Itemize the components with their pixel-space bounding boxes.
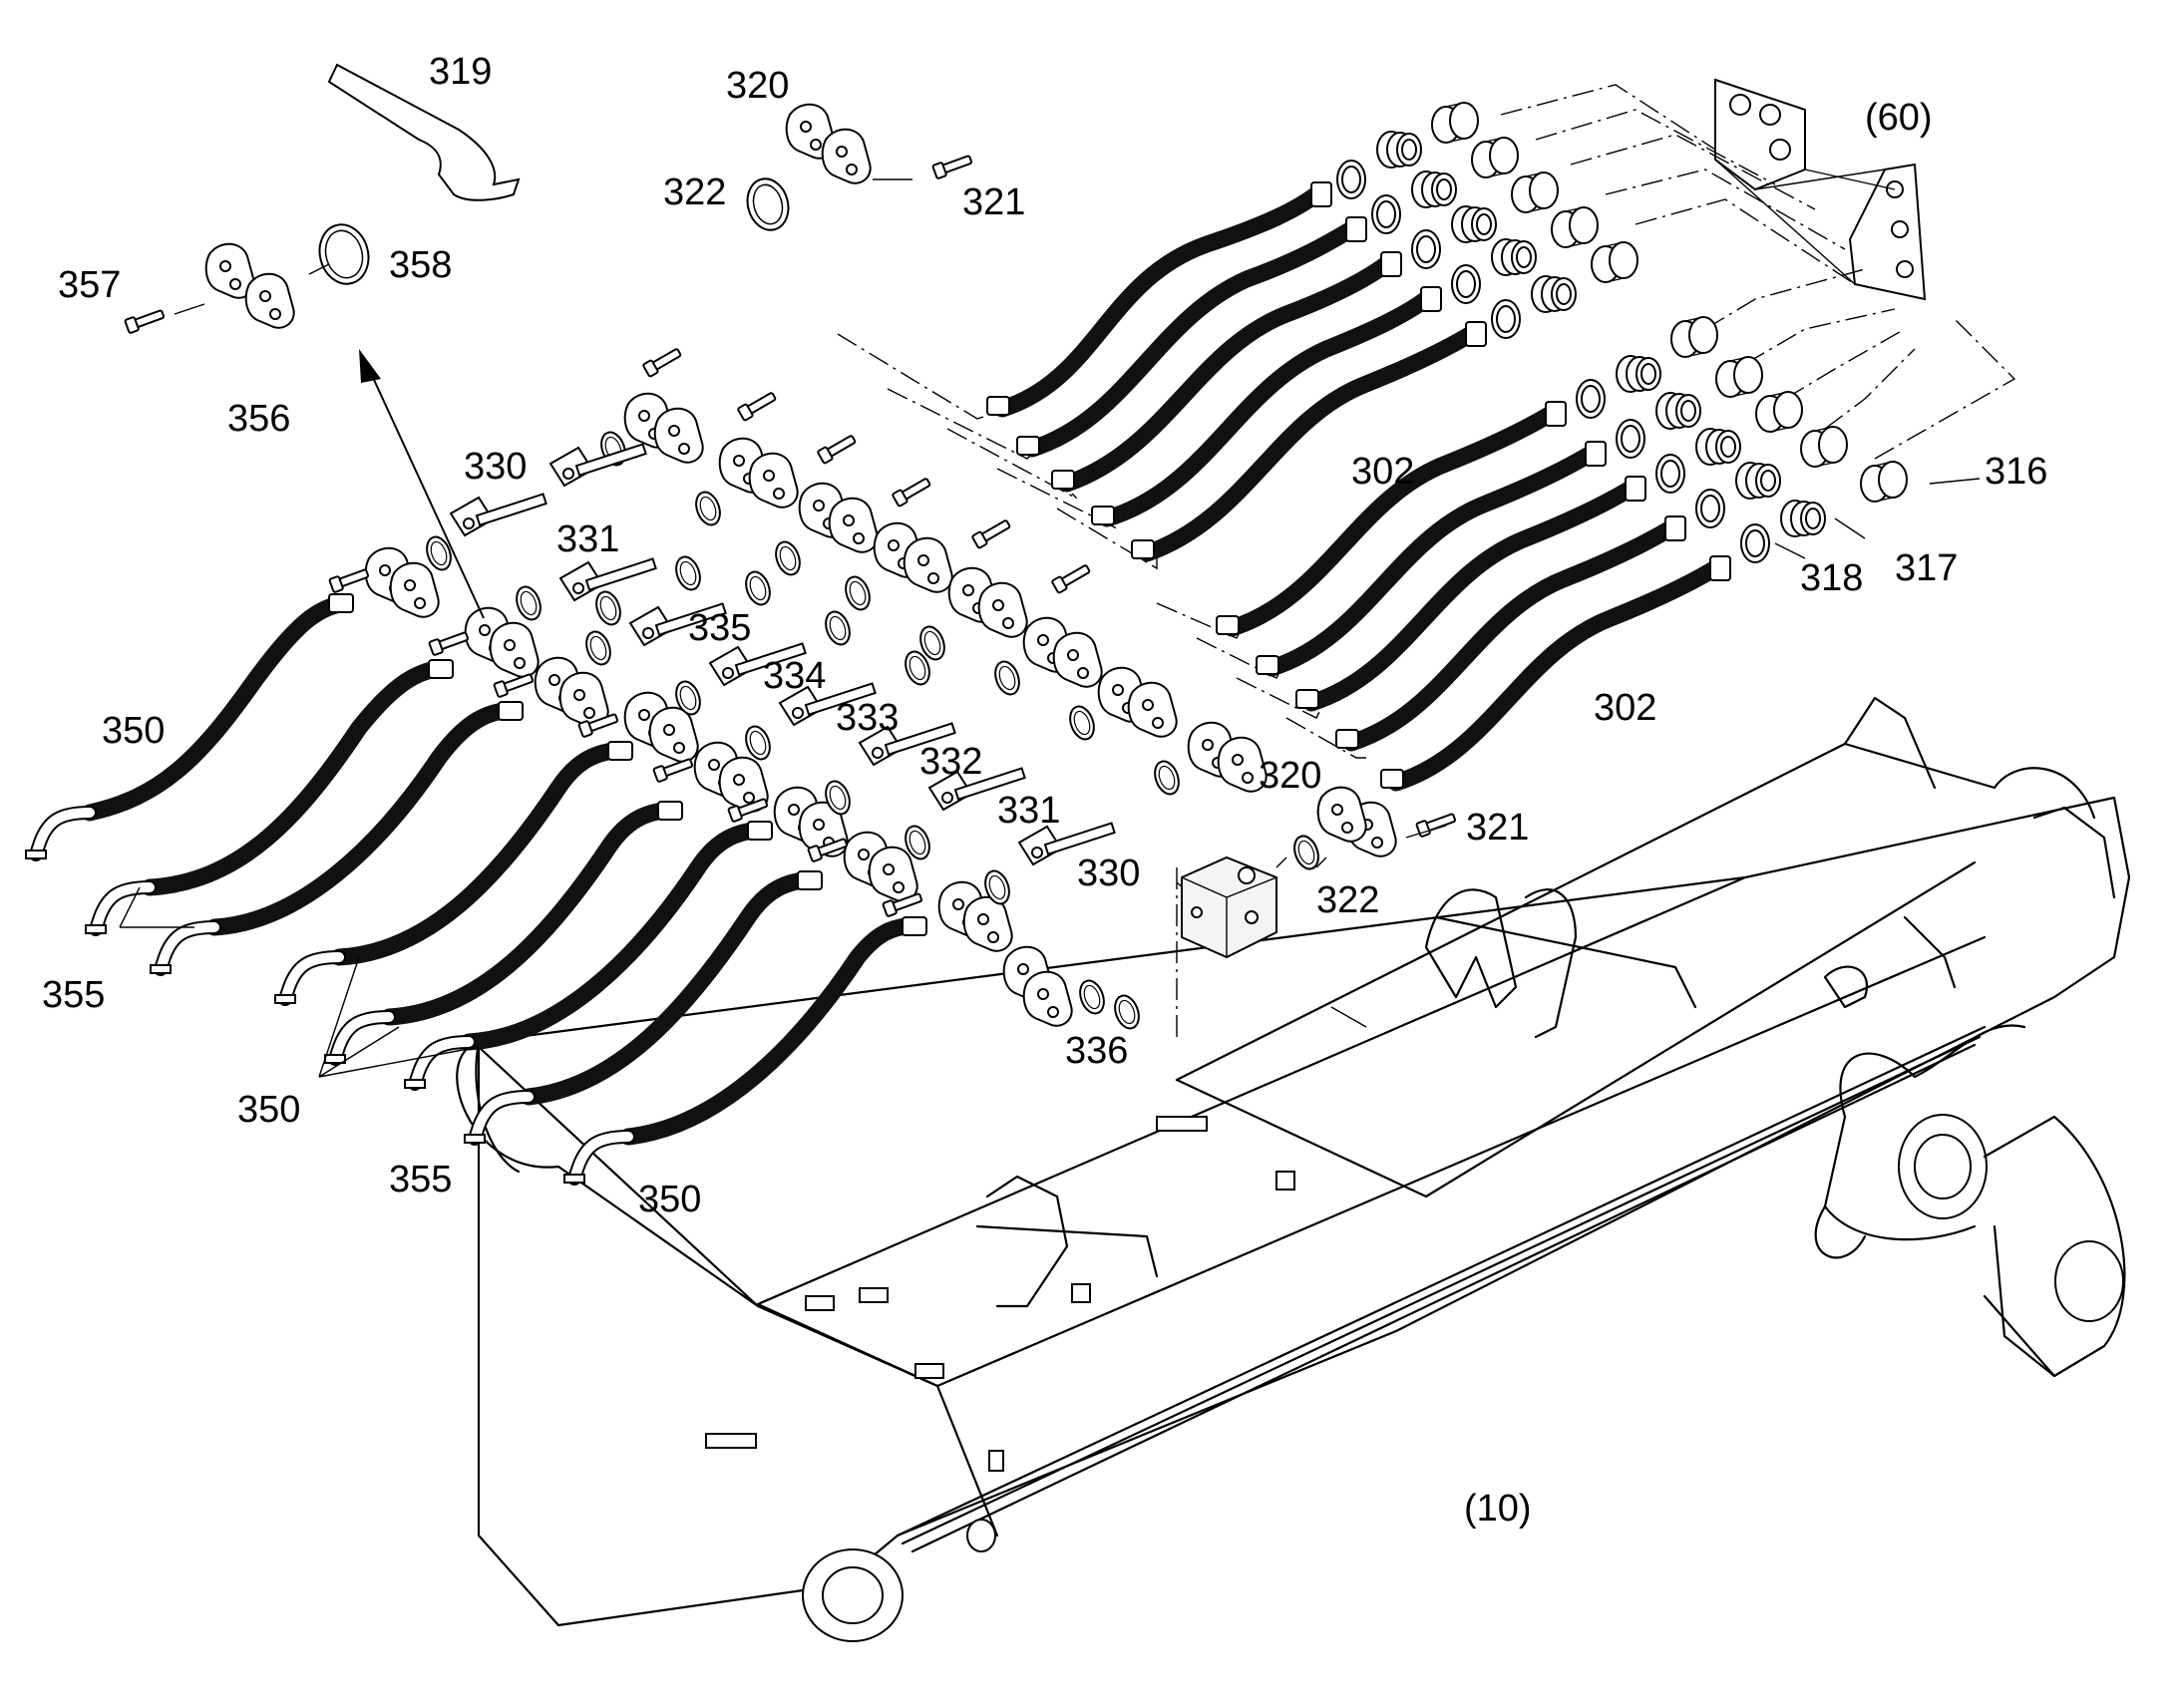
label-333: 333 bbox=[836, 697, 899, 739]
callout-labels: 319 320 322 321 (60) 357 358 356 330 331… bbox=[42, 51, 2047, 1530]
label-316: 316 bbox=[1985, 451, 2047, 493]
upper-hose-bundle bbox=[986, 181, 1731, 792]
lower-hose-bundle bbox=[26, 593, 927, 1183]
label-355-left: 355 bbox=[42, 974, 105, 1016]
label-322-top: 322 bbox=[663, 171, 726, 213]
label-335: 335 bbox=[688, 607, 751, 649]
label-302-top: 302 bbox=[1351, 451, 1414, 493]
label-336: 336 bbox=[1065, 1030, 1128, 1072]
label-334: 334 bbox=[763, 655, 826, 697]
label-355-bottom: 355 bbox=[389, 1159, 452, 1200]
pointer-arrow bbox=[359, 349, 485, 619]
label-321-top: 321 bbox=[962, 181, 1025, 223]
label-356: 356 bbox=[227, 398, 290, 440]
label-350-middle: 350 bbox=[237, 1089, 300, 1131]
label-320-top: 320 bbox=[726, 65, 789, 107]
label-332: 332 bbox=[919, 741, 982, 783]
label-302-bottom: 302 bbox=[1594, 687, 1656, 729]
label-331-top: 331 bbox=[556, 518, 619, 560]
wrench-319 bbox=[327, 63, 521, 201]
label-322-bottom: 322 bbox=[1316, 879, 1379, 921]
label-331-bottom: 331 bbox=[997, 790, 1060, 832]
label-330-top: 330 bbox=[464, 446, 527, 488]
clamp-set-320 bbox=[746, 103, 974, 231]
label-60: (60) bbox=[1865, 97, 1933, 139]
label-319: 319 bbox=[429, 51, 492, 93]
label-leaders bbox=[119, 478, 1981, 1078]
label-350-bottom: 350 bbox=[638, 1179, 701, 1220]
label-330-bottom: 330 bbox=[1077, 853, 1140, 894]
mounting-plate-60 bbox=[1714, 78, 1927, 301]
label-357: 357 bbox=[58, 264, 121, 306]
label-350-left: 350 bbox=[102, 710, 165, 752]
label-317: 317 bbox=[1895, 547, 1958, 589]
label-318: 318 bbox=[1800, 557, 1863, 599]
valve-block bbox=[1181, 855, 1277, 959]
label-10: (10) bbox=[1464, 1488, 1532, 1530]
clamp-set-356 bbox=[124, 223, 370, 335]
label-321-bottom: 321 bbox=[1466, 807, 1529, 849]
label-320-bottom: 320 bbox=[1259, 755, 1321, 797]
label-358: 358 bbox=[389, 244, 452, 286]
boom-structure bbox=[456, 696, 2131, 1642]
